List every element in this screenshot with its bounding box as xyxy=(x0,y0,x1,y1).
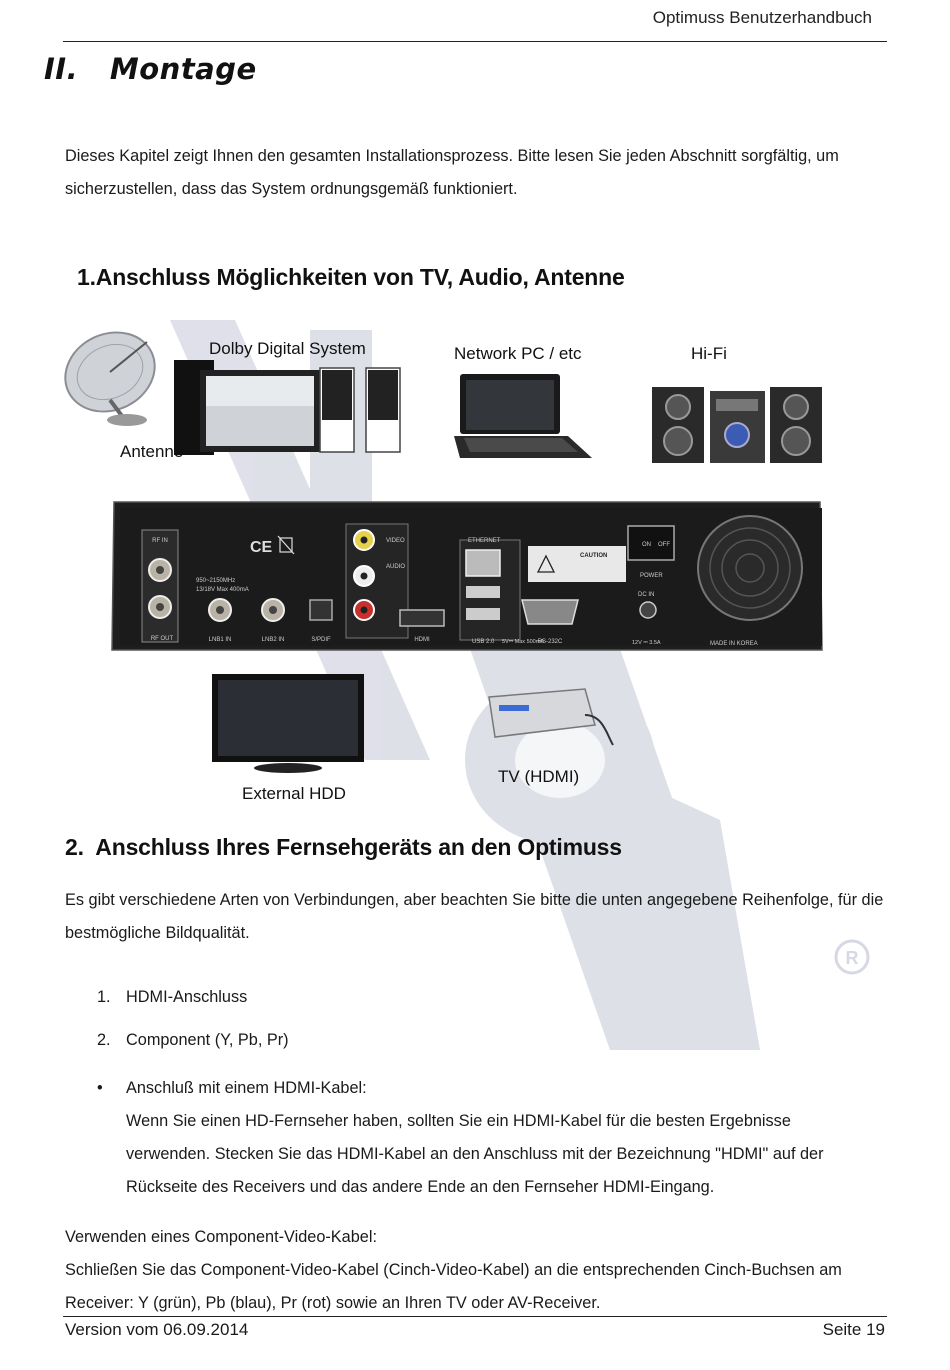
list-item-text: HDMI-Anschluss xyxy=(126,988,248,1006)
made-in-label: MADE IN KOREA xyxy=(710,641,758,647)
label-network: Network PC / etc xyxy=(454,344,582,363)
weee-icon xyxy=(279,537,293,553)
list-item-number: 1. xyxy=(97,988,111,1006)
bullet-symbol: • xyxy=(97,1079,103,1097)
list-item-text: Component (Y, Pb, Pr) xyxy=(126,1031,289,1049)
lnb-spec: 950~2150MHz xyxy=(196,578,235,584)
registered-mark-icon xyxy=(834,939,870,975)
usb-spec: 5V⎓ Max 500mA xyxy=(502,639,544,645)
intro-paragraph: Dieses Kapitel zeigt Ihnen den gesamten … xyxy=(65,147,839,198)
external-hdd-image xyxy=(488,688,614,746)
receiver-back-panel: RF IN RF OUT CE 950~2150MHz 13/18V Max 4… xyxy=(111,501,823,651)
spdif-connector xyxy=(309,599,333,621)
usb-label: USB 2.0 xyxy=(472,639,495,645)
lnb1-label: LNB1 IN xyxy=(209,637,232,643)
bullet-text: Wenn Sie einen HD-Fernseher haben, sollt… xyxy=(126,1112,824,1196)
component-section: Verwenden eines Component-Video-Kabel: S… xyxy=(65,1221,885,1320)
chapter-title: II. Montage xyxy=(44,52,257,86)
bullet-item-hdmi: • Anschluß mit einem HDMI-Kabel: Wenn Si… xyxy=(97,1072,857,1204)
component-text: Schließen Sie das Component-Video-Kabel … xyxy=(65,1261,842,1312)
power-switch xyxy=(627,525,675,561)
fan-grille xyxy=(697,515,803,621)
lnb-spec2: 13/18V Max 400mA xyxy=(196,587,249,593)
usb-connector-bottom xyxy=(466,608,500,620)
caution-label: CAUTION xyxy=(580,553,607,559)
svg-text:R: R xyxy=(846,948,859,968)
dolby-system-image xyxy=(174,360,401,455)
audio-label: AUDIO xyxy=(386,564,405,570)
video-label: VIDEO xyxy=(386,538,405,544)
rf-out-label: RF OUT xyxy=(151,636,174,642)
label-external-hdd: External HDD xyxy=(242,784,346,803)
section2-title: 2. Anschluss Ihres Fernsehgeräts an den … xyxy=(65,834,622,860)
dc-in-label: DC IN xyxy=(638,592,654,598)
section2-intro: Es gibt verschiedene Arten von Verbindun… xyxy=(65,891,884,942)
hifi-image xyxy=(652,387,822,463)
label-dolby: Dolby Digital System xyxy=(209,339,366,358)
usb-connector-top xyxy=(466,586,500,598)
header-title: Optimuss Benutzerhandbuch xyxy=(652,8,872,27)
header-rule xyxy=(63,41,887,42)
footer-version: Version vom 06.09.2014 xyxy=(65,1320,249,1339)
footer-rule xyxy=(63,1316,887,1317)
section1-title: 1.Anschluss Möglichkeiten von TV, Audio,… xyxy=(77,264,625,290)
ethernet-label: ETHERNET xyxy=(468,538,501,544)
dc-spec: 12V ⎓ 3.5A xyxy=(632,640,661,646)
dc-in-connector xyxy=(639,601,657,619)
footer-page-number: Seite 19 xyxy=(822,1320,885,1339)
power-off-label: OFF xyxy=(658,542,670,548)
hdmi-connector xyxy=(399,609,445,627)
hdmi-label: HDMI xyxy=(414,637,430,643)
label-hifi: Hi-Fi xyxy=(691,344,727,363)
label-antenne: Antenne xyxy=(120,442,184,461)
power-on-label: ON xyxy=(642,542,651,548)
spdif-label: S/PDIF xyxy=(311,637,331,643)
label-tv-hdmi: TV (HDMI) xyxy=(498,767,580,786)
laptop-image xyxy=(454,374,592,458)
list-item-number: 2. xyxy=(97,1031,111,1049)
rs232-connector xyxy=(521,599,579,625)
ce-mark: CE xyxy=(250,539,273,556)
antenna-image xyxy=(64,331,156,426)
bullet-heading: Anschluß mit einem HDMI-Kabel: xyxy=(126,1079,367,1097)
power-label: POWER xyxy=(640,573,663,579)
rs232-label: RS-232C xyxy=(538,639,563,645)
tv-image xyxy=(212,674,364,773)
component-heading: Verwenden eines Component-Video-Kabel: xyxy=(65,1228,377,1246)
lnb2-label: LNB2 IN xyxy=(262,637,285,643)
list-item: 1. HDMI-Anschluss xyxy=(97,988,247,1007)
ethernet-connector xyxy=(465,549,501,577)
caution-sticker xyxy=(528,546,626,582)
list-item: 2. Component (Y, Pb, Pr) xyxy=(97,1031,289,1050)
rf-in-label: RF IN xyxy=(152,538,168,544)
